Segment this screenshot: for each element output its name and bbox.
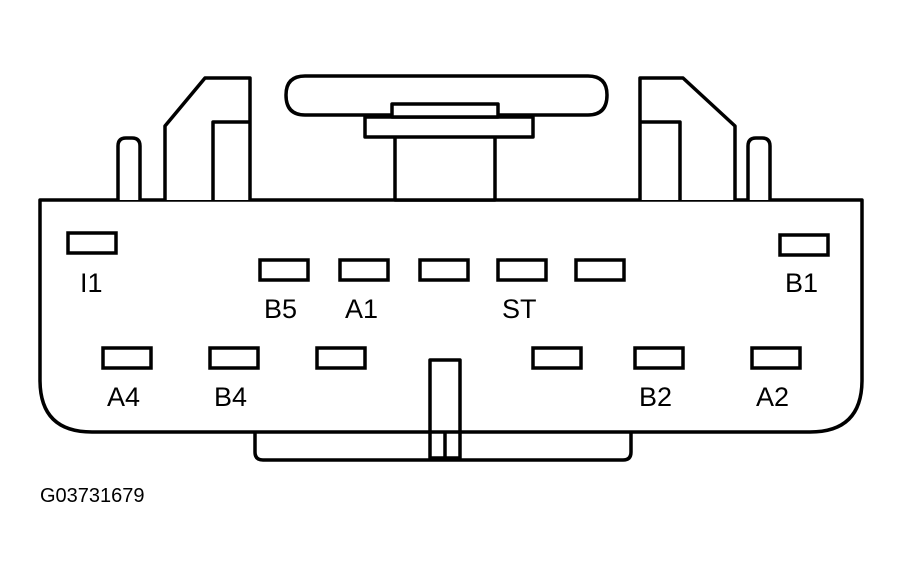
pin-a2 bbox=[750, 346, 802, 370]
label-b1: B1 bbox=[785, 268, 818, 298]
left-lock-post bbox=[116, 136, 142, 200]
housing-outline bbox=[38, 198, 864, 434]
pin-unlabeled-left bbox=[315, 346, 367, 370]
left-latch-inner bbox=[211, 120, 250, 200]
pin-i1 bbox=[66, 231, 118, 255]
pin-center bbox=[418, 258, 470, 282]
label-a2: A2 bbox=[756, 382, 789, 412]
bottom-tab bbox=[253, 432, 633, 462]
label-a1: A1 bbox=[345, 294, 378, 324]
pin-unlabeled-top bbox=[574, 258, 626, 282]
center-boss-cap bbox=[363, 115, 535, 139]
pin-b1 bbox=[778, 233, 830, 257]
pin-b4 bbox=[208, 346, 260, 370]
pin-b2 bbox=[633, 346, 685, 370]
center-boss-top bbox=[390, 102, 500, 119]
top-handle bbox=[284, 74, 609, 117]
label-i1: I1 bbox=[80, 268, 103, 298]
pin-a4 bbox=[101, 346, 153, 370]
label-b2: B2 bbox=[639, 382, 672, 412]
pin-a1 bbox=[338, 258, 390, 282]
left-latch bbox=[163, 76, 252, 200]
figure-id: G03731679 bbox=[40, 485, 145, 507]
label-b4: B4 bbox=[214, 382, 247, 412]
pin-st bbox=[496, 258, 548, 282]
right-latch-inner bbox=[640, 120, 682, 200]
right-latch bbox=[638, 76, 737, 200]
pin-labels: I1 B5 A1 ST B1 A4 B4 B2 A2 bbox=[80, 268, 818, 412]
label-b5: B5 bbox=[264, 294, 297, 324]
pin-b5 bbox=[258, 258, 310, 282]
pin-unlabeled-right bbox=[531, 346, 583, 370]
terminal-pins bbox=[66, 231, 830, 370]
label-a4: A4 bbox=[107, 382, 140, 412]
label-st: ST bbox=[502, 294, 537, 324]
right-lock-post bbox=[746, 136, 772, 200]
connector-body bbox=[38, 74, 864, 462]
